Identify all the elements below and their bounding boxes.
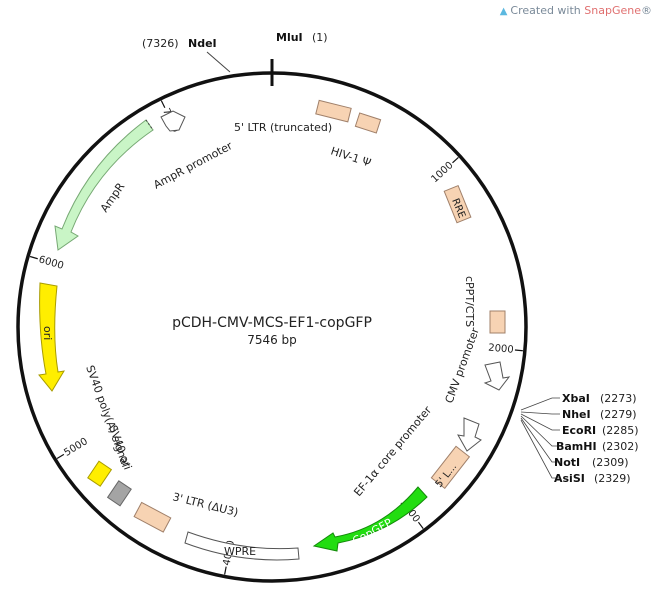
feature-ef1-label: EF-1α core promoter: [351, 403, 434, 499]
site-noti: NotI: [554, 456, 580, 469]
feature-cppt: [489, 310, 506, 334]
site-bamhi-pos: (2302): [602, 440, 639, 453]
site-ndei-leader: [206, 51, 231, 73]
feature-ampr-promoter-label: AmpR promoter: [151, 139, 235, 192]
scale-tick-label: 5000: [62, 436, 89, 459]
feature-cmv-label: CMV promoter: [443, 326, 482, 405]
feature-5ltr-label: 5' LTR (truncated): [234, 121, 332, 134]
feature-ampr-promoter: [160, 110, 186, 132]
feature-3ltr: [133, 501, 172, 533]
site-mlui-pos: (1): [312, 31, 328, 44]
feature-5ltr: [315, 99, 352, 123]
feature-copgfp-label: CopGFP: [350, 516, 394, 548]
feature-ori-label: ori: [41, 326, 54, 340]
site-ecori-pos: (2285): [602, 424, 639, 437]
credit-brand: SnapGene: [584, 4, 641, 17]
feature-3ltr-label: 3' LTR (ΔU3): [171, 490, 239, 519]
feature-ori: [38, 282, 65, 392]
credit-suffix: ®: [641, 4, 652, 17]
scale-tick: [417, 521, 424, 529]
site-asisi: AsiSI: [554, 472, 585, 485]
scale-tick: [514, 349, 523, 352]
scale-tick: [56, 453, 65, 460]
scale-tick: [452, 156, 459, 164]
feature-ef1: [457, 417, 482, 452]
site-ndei-pos: (7326): [142, 37, 179, 50]
feature-sv40ori: [106, 480, 132, 507]
scale-tick: [224, 566, 227, 575]
scale-tick: [160, 100, 166, 109]
site-nhei-pos: (2279): [600, 408, 637, 421]
feature-cppt-label: cPPT/CTS: [463, 276, 476, 327]
site-ndei: NdeI: [188, 37, 217, 50]
scale-tick-label: 6000: [37, 254, 65, 272]
plasmid-size: 7546 bp: [247, 333, 297, 347]
site-bamhi: BamHI: [556, 440, 597, 453]
scale-tick-label: 2000: [488, 343, 514, 356]
site-noti-pos: (2309): [592, 456, 629, 469]
site-mlui: MluI: [276, 31, 303, 44]
feature-ampr-label: AmpR: [98, 180, 128, 215]
feature-wpre: [184, 531, 300, 561]
feature-cmv: [483, 361, 511, 391]
site-nhei: NheI: [562, 408, 591, 421]
plasmid-name: pCDH-CMV-MCS-EF1-copGFP: [172, 315, 372, 331]
scale-tick: [29, 255, 38, 260]
feature-ampr: [54, 119, 154, 251]
credit-prefix: Created with: [510, 4, 585, 17]
feature-hiv-psi-label: HIV-1 Ψ: [329, 144, 373, 169]
snapgene-logo-icon: ▲: [499, 6, 508, 17]
feature-sv40polya: [87, 460, 113, 487]
feature-5l: [430, 445, 471, 490]
feature-sv40polya-label: SV40 poly(A) signal: [83, 364, 132, 469]
site-xbai: XbaI: [562, 392, 590, 405]
feature-copgfp: [312, 486, 428, 552]
feature-wpre-label: WPRE: [224, 545, 256, 558]
mcs-site-leaders: [520, 397, 560, 479]
site-ecori: EcoRI: [562, 424, 596, 437]
scale-tick-label: 1000: [429, 160, 455, 185]
feature-rre: [443, 184, 472, 224]
feature-hiv-psi: [354, 112, 382, 134]
snapgene-credit: ▲Created with SnapGene®: [500, 4, 652, 17]
site-asisi-pos: (2329): [594, 472, 631, 485]
site-xbai-pos: (2273): [600, 392, 637, 405]
